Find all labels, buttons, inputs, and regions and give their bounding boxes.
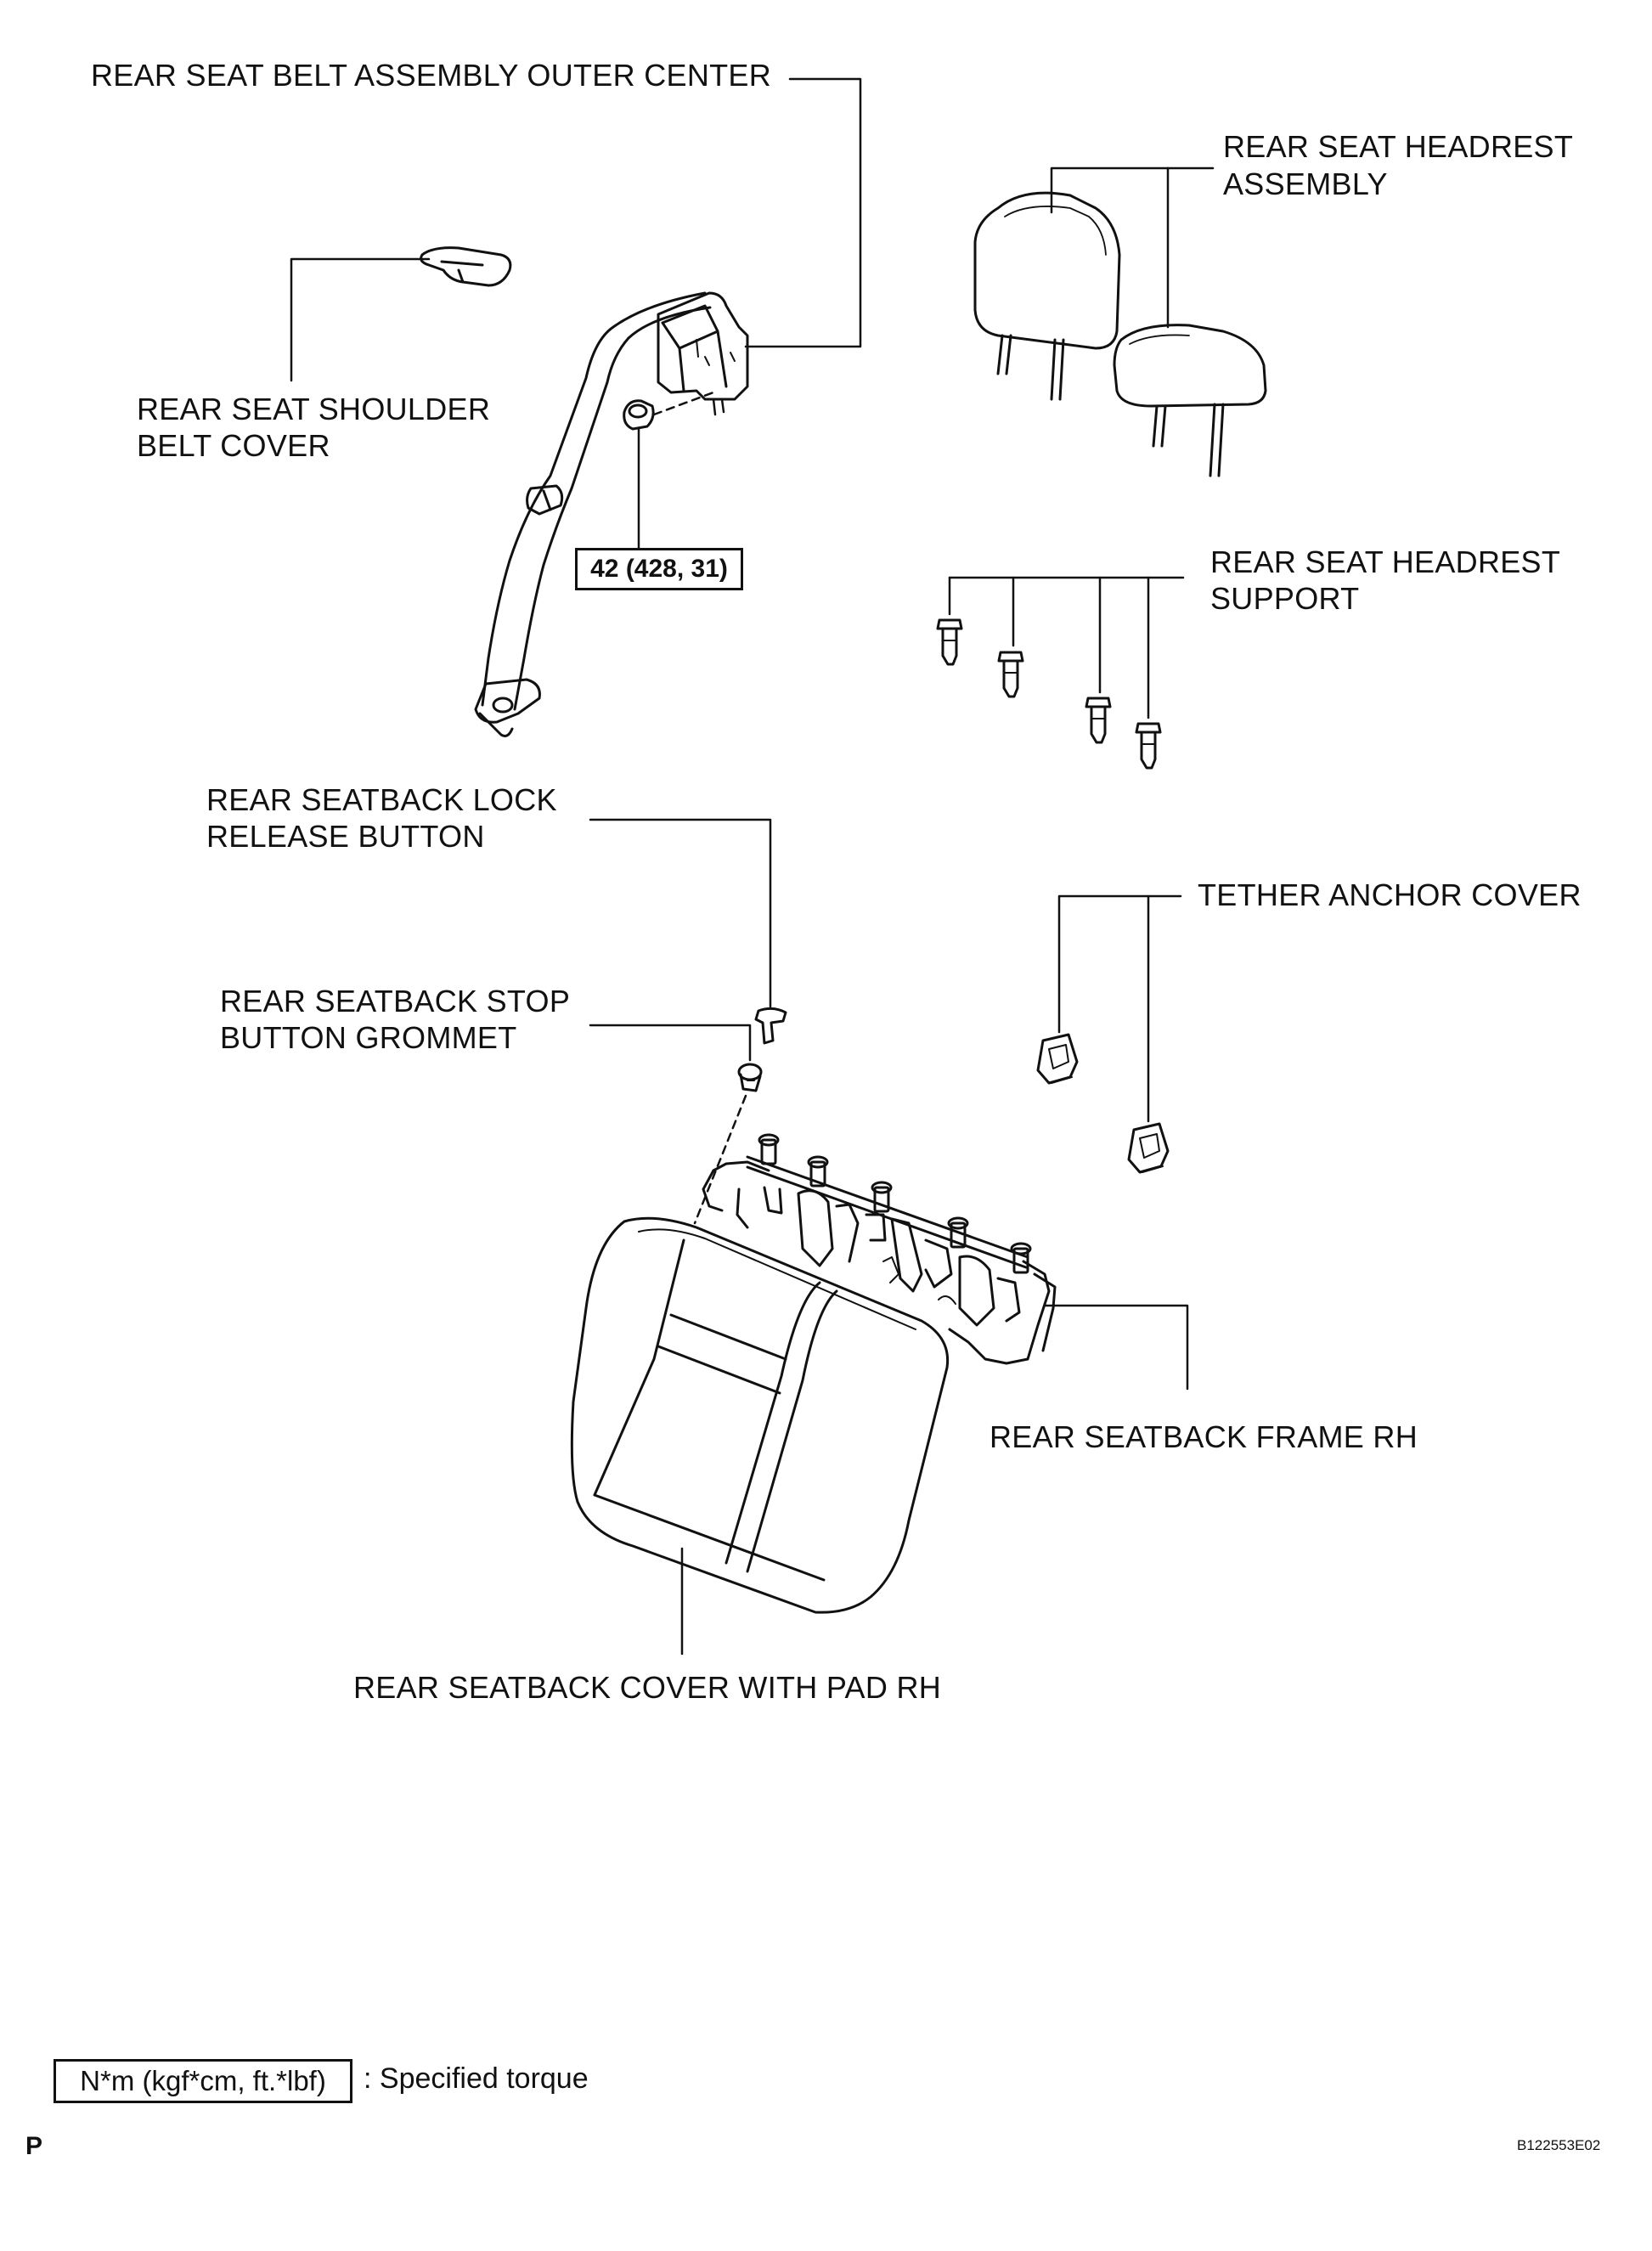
seat-belt-assembly xyxy=(474,291,749,737)
seatback-frame-rh xyxy=(702,1133,1057,1365)
install-guide-dashed xyxy=(693,1094,747,1225)
seatback-cover-with-pad-rh xyxy=(570,1216,950,1614)
headrest-supports xyxy=(936,618,1162,770)
shoulder-belt-cover xyxy=(420,246,512,287)
label-stop-grommet-line2: BUTTON GROMMET xyxy=(220,1020,517,1055)
stop-button-grommet xyxy=(737,1063,763,1092)
label-headrest-support-line1: REAR SEAT HEADREST xyxy=(1210,544,1561,579)
label-seatback-frame-rh: REAR SEATBACK FRAME RH xyxy=(990,1419,1418,1454)
label-lock-release-line2: RELEASE BUTTON xyxy=(206,819,485,854)
lock-release-button xyxy=(754,1007,787,1045)
torque-spec-box: 42 (428, 31) xyxy=(575,548,743,590)
label-shoulder-cover-line1: REAR SEAT SHOULDER xyxy=(137,392,491,426)
label-lock-release-line1: REAR SEATBACK LOCK xyxy=(206,782,557,817)
headrest-assembly-2 xyxy=(1113,324,1267,477)
torque-legend-box: N*m (kgf*cm, ft.*lbf) xyxy=(54,2059,352,2103)
label-tether-anchor-cover: TETHER ANCHOR COVER xyxy=(1198,877,1582,912)
headrest-assembly-1 xyxy=(973,191,1121,401)
label-seatback-cover-pad-rh: REAR SEATBACK COVER WITH PAD RH xyxy=(353,1670,942,1705)
label-headrest-assembly-line2: ASSEMBLY xyxy=(1223,166,1388,201)
label-belt-outer-center: REAR SEAT BELT ASSEMBLY OUTER CENTER xyxy=(91,58,772,93)
label-stop-grommet-line1: REAR SEATBACK STOP xyxy=(220,984,571,1018)
label-shoulder-cover-line2: BELT COVER xyxy=(137,428,330,463)
figure-code: B122553E02 xyxy=(1517,2137,1601,2153)
page-letter: P xyxy=(25,2132,43,2160)
label-headrest-assembly-line1: REAR SEAT HEADREST xyxy=(1223,129,1574,164)
torque-legend-text: : Specified torque xyxy=(364,2062,589,2095)
tether-anchor-covers xyxy=(1036,1033,1170,1174)
label-headrest-support-line2: SUPPORT xyxy=(1210,581,1360,616)
leader-lines xyxy=(290,77,1215,1656)
